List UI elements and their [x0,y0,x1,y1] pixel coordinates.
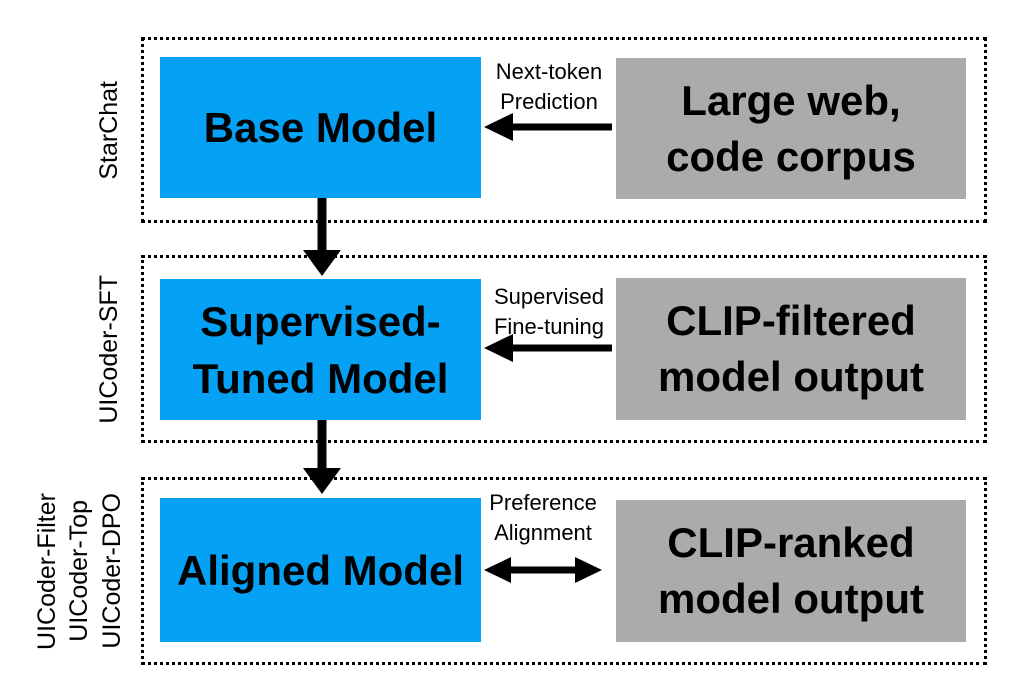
base-model-box: Base Model [160,57,481,198]
supervised-tuned-line-2: Tuned Model [192,354,449,402]
supervised-tuned-model-box: Supervised- Tuned Model [160,279,481,420]
clip-ranked-line-2: model output [658,575,924,622]
section-side-labels-uicoder-dpo: UICoder-Filter UICoder-Top UICoder-DPO [22,477,138,665]
aligned-model-label: Aligned Model [177,546,464,594]
section-side-labels-starchat: StarChat [80,37,140,223]
web-code-corpus-line-1: Large web, [681,76,901,124]
section-frame-uicoder-sft [141,255,987,443]
preference-line: Preference [489,490,597,515]
prediction-line: Prediction [500,89,598,114]
base-model-label: Base Model [203,104,438,151]
supervised-tuned-line-1: Supervised- [200,297,441,345]
side-label-uicoder-top: UICoder-Top [65,500,94,642]
side-label-uicoder-sft: UICoder-SFT [95,274,124,424]
alignment-line: Alignment [494,520,592,545]
supervised-fine-tuning-label: Supervised Fine-tuning [482,282,616,342]
section-frame-uicoder-dpo [141,477,987,665]
fine-tuning-line: Fine-tuning [493,314,605,339]
clip-ranked-output-box: CLIP-ranked model output [616,500,966,642]
clip-filtered-line-1: CLIP-filtered [666,297,916,344]
clip-filtered-line-2: model output [658,353,924,400]
side-label-starchat: StarChat [95,80,124,180]
aligned-model-box: Aligned Model [160,498,481,642]
next-token-line: Next-token [495,59,603,84]
section-side-labels-uicoder-sft: UICoder-SFT [80,255,140,443]
clip-ranked-line-1: CLIP-ranked [667,519,915,566]
side-label-uicoder-dpo: UICoder-DPO [97,493,126,649]
supervised-line: Supervised [493,284,605,309]
clip-filtered-output-box: CLIP-filtered model output [616,278,966,420]
preference-alignment-label: Preference Alignment [476,488,610,548]
web-code-corpus-box: Large web, code corpus [616,58,966,199]
web-code-corpus-line-2: code corpus [666,132,916,180]
next-token-prediction-label: Next-token Prediction [482,57,616,117]
side-label-uicoder-filter: UICoder-Filter [32,492,61,650]
section-frame-starchat [141,37,987,223]
